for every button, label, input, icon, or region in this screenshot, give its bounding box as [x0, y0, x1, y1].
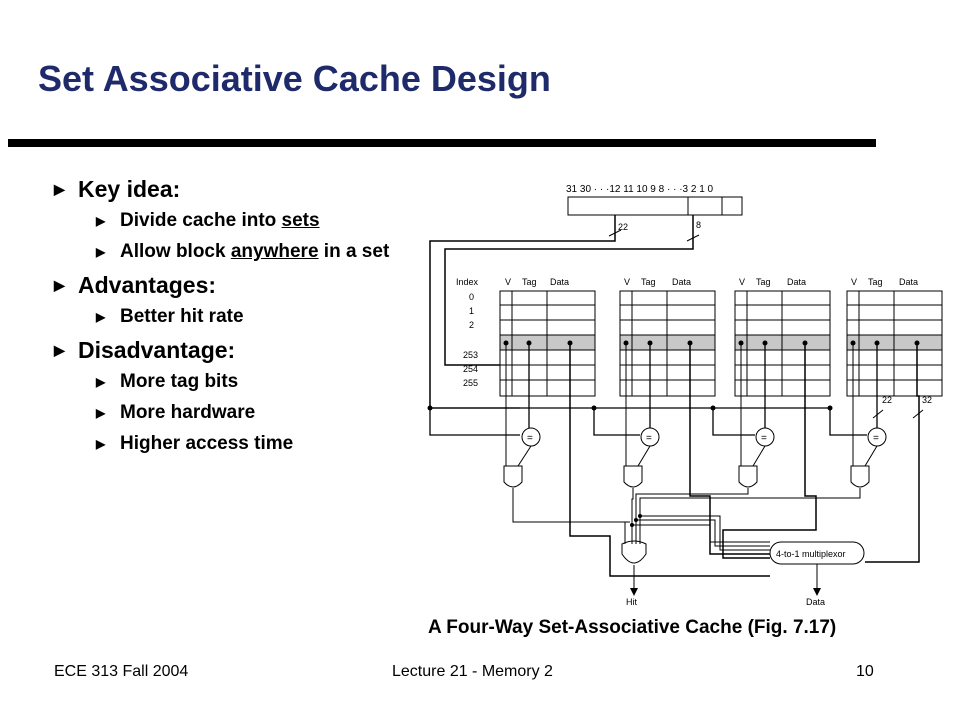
col-data-header: Data — [899, 277, 918, 287]
col-tag-header: Tag — [868, 277, 883, 287]
comparator-eq: = — [873, 433, 879, 444]
tag-compare-width-label: 22 — [882, 395, 892, 405]
index-value: 255 — [463, 378, 478, 388]
bullet-disadvantage: ▶ Disadvantage: — [54, 337, 236, 363]
or-gate — [621, 540, 647, 564]
bullet-arrow-icon: ▶ — [96, 437, 106, 451]
cache-way-3: V Tag Data = — [639, 277, 943, 563]
comparator-eq: = — [527, 433, 533, 444]
footer-course: ECE 313 Fall 2004 — [54, 663, 189, 680]
cache-way-1: V Tag Data = — [591, 277, 770, 555]
bullet-arrow-icon: ▶ — [96, 375, 106, 389]
bullet-key-idea: ▶ Key idea: — [54, 176, 181, 202]
index-bus-slash — [686, 234, 700, 242]
cache-diagram: 31 30 · · ·12 11 10 9 8 · · ·3 2 1 0 22 … — [427, 184, 943, 607]
index-value: 254 — [463, 364, 478, 374]
slide-title: Set Associative Cache Design — [38, 58, 551, 99]
bullet-higher-access-time: ▶ Higher access time — [96, 433, 294, 454]
index-value: 2 — [469, 320, 474, 330]
cache-way-2: V Tag Data = — [635, 277, 831, 559]
bullet-better-hit-rate: ▶ Better hit rate — [96, 306, 244, 327]
col-data-header: Data — [672, 277, 691, 287]
and-gate — [623, 465, 643, 488]
bullet-arrow-icon: ▶ — [54, 277, 65, 293]
index-value: 253 — [463, 350, 478, 360]
tag-width-label: 22 — [618, 222, 628, 232]
col-tag-header: Tag — [522, 277, 537, 287]
and-gate — [850, 465, 870, 488]
col-tag-header: Tag — [641, 277, 656, 287]
footer-lecture: Lecture 21 - Memory 2 — [392, 663, 553, 680]
hit-label: Hit — [626, 597, 637, 607]
title-divider — [8, 139, 876, 147]
col-v-header: V — [505, 277, 511, 287]
bullet-divide-sets: ▶ Divide cache into sets — [96, 210, 320, 231]
data-output-label: Data — [806, 597, 825, 607]
bullet-list: ▶ Key idea: ▶ Divide cache into sets ▶ A… — [50, 176, 430, 464]
tag-compare-width-slash — [872, 409, 884, 419]
figure-caption: A Four-Way Set-Associative Cache (Fig. 7… — [428, 617, 837, 638]
address-register — [567, 196, 743, 216]
data-arrow-icon — [813, 588, 821, 596]
col-v-header: V — [851, 277, 857, 287]
index-value: 1 — [469, 306, 474, 316]
bullet-allow-block: ▶ Allow block anywhere in a set — [96, 241, 390, 262]
bullet-arrow-icon: ▶ — [96, 310, 106, 324]
hit-arrow-icon — [630, 588, 638, 596]
address-bit-labels: 31 30 · · ·12 11 10 9 8 · · ·3 2 1 0 — [566, 184, 714, 195]
and-gate — [503, 465, 523, 488]
index-value: 0 — [469, 292, 474, 302]
bullet-arrow-icon: ▶ — [96, 214, 106, 228]
cache-way-0: V Tag Data = — [429, 277, 630, 523]
tag-bus-slash — [608, 229, 622, 237]
col-v-header: V — [624, 277, 630, 287]
bullet-arrow-icon: ▶ — [54, 181, 65, 197]
col-data-header: Data — [550, 277, 569, 287]
index-header: Index — [456, 277, 479, 287]
bullet-arrow-icon: ▶ — [96, 245, 106, 259]
footer-page-number: 10 — [856, 663, 874, 680]
bullet-more-hardware: ▶ More hardware — [96, 402, 256, 423]
data-width-label: 32 — [922, 395, 932, 405]
comparator-eq: = — [646, 433, 652, 444]
bullet-advantages: ▶ Advantages: — [54, 272, 217, 298]
tag-bus — [429, 215, 616, 408]
bullet-arrow-icon: ▶ — [96, 406, 106, 420]
multiplexor-label: 4-to-1 multiplexor — [776, 549, 846, 559]
col-data-header: Data — [787, 277, 806, 287]
col-v-header: V — [739, 277, 745, 287]
col-tag-header: Tag — [756, 277, 771, 287]
and-gate — [738, 465, 758, 488]
bullet-arrow-icon: ▶ — [54, 342, 65, 358]
comparator-eq: = — [761, 433, 767, 444]
data-width-slash — [912, 409, 924, 419]
bullet-more-tag-bits: ▶ More tag bits — [96, 371, 239, 392]
index-width-label: 8 — [696, 220, 701, 230]
